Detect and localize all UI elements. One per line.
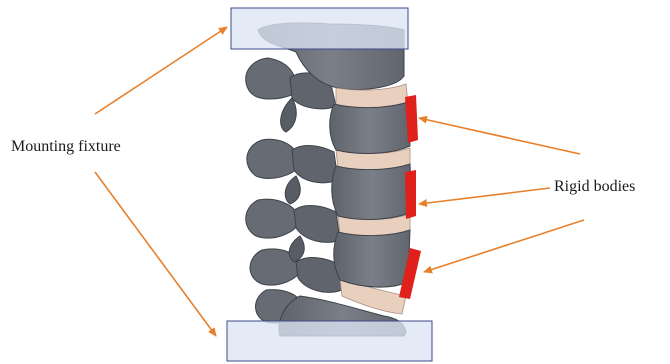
spinous-process	[285, 176, 300, 204]
spine-model	[246, 23, 412, 336]
vertebral-body	[334, 230, 410, 287]
spinous-process	[289, 236, 304, 262]
pedicle	[292, 146, 338, 183]
posterior-process	[246, 58, 296, 99]
fixture-arrow-top	[95, 27, 227, 114]
rigid-body-middle	[405, 170, 416, 219]
rigid-arrow-upper	[419, 118, 580, 154]
mounting-fixture-label: Mounting fixture	[11, 139, 121, 155]
rigid-bodies-label: Rigid bodies	[554, 179, 635, 195]
mounting-fixture-top	[231, 8, 408, 49]
rigid-arrow-middle	[419, 188, 550, 204]
fixture-arrow-bottom	[95, 172, 216, 336]
mounting-fixture-bottom	[227, 321, 432, 361]
vertebral-body	[330, 102, 410, 153]
rigid-arrow-lower	[424, 220, 584, 272]
posterior-process	[247, 139, 300, 178]
vertebral-body	[332, 164, 412, 219]
spinous-process	[281, 98, 297, 132]
posterior-process	[246, 199, 300, 238]
